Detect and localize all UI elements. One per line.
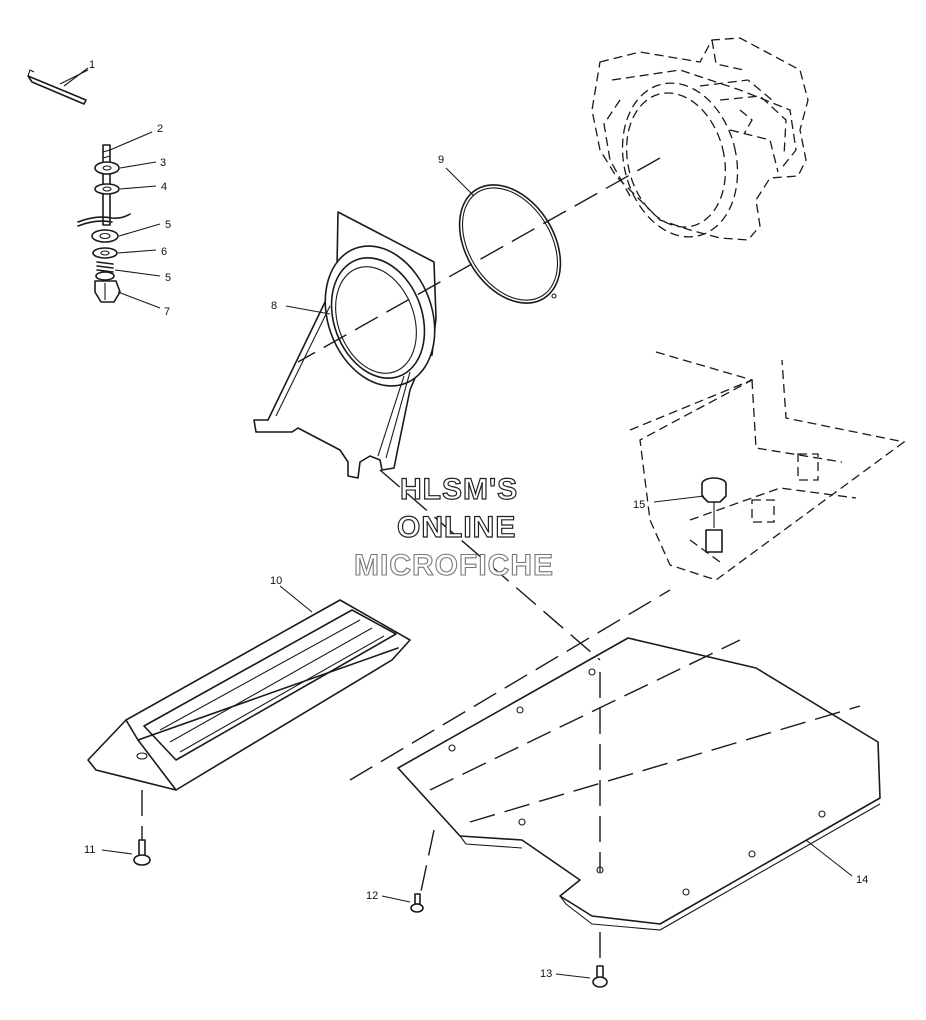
part-13-screw (592, 965, 608, 988)
watermark: HLSM'S ONLINE MICROFICHE (353, 472, 554, 582)
assembly-lines (141, 469, 671, 970)
callout-6: 6 (161, 246, 167, 258)
floor-phantom (629, 351, 906, 581)
callout-8: 8 (271, 300, 277, 312)
center-line (297, 157, 661, 363)
callouts: 1 2 3 4 5 6 5 7 8 9 10 11 12 13 14 15 (84, 59, 868, 980)
callout-10: 10 (270, 575, 282, 587)
callout-11: 11 (84, 844, 95, 856)
callout-14: 14 (856, 874, 868, 886)
callout-13: 13 (540, 968, 552, 980)
callout-5a: 5 (165, 219, 171, 231)
watermark-line-1: HLSM'S (400, 473, 518, 506)
part-15-plug (701, 477, 727, 553)
part-10-footrest (87, 599, 411, 791)
callout-12: 12 (366, 890, 378, 902)
part-8-duct (253, 211, 437, 479)
part-1-strap (27, 69, 89, 105)
watermark-line-3: MICROFICHE (354, 549, 554, 582)
part-12-screw (410, 893, 424, 913)
callout-5b: 5 (165, 272, 171, 284)
watermark-line-2: ONLINE (397, 511, 516, 544)
callout-2: 2 (157, 123, 163, 135)
callout-1: 1 (89, 59, 95, 71)
callout-15: 15 (633, 499, 645, 511)
callout-9: 9 (438, 154, 444, 166)
part-11-screw (133, 839, 151, 866)
part-14-floor-panel (397, 637, 881, 931)
leader-lines (63, 67, 853, 979)
fan-housing-phantom (591, 37, 809, 241)
callout-3: 3 (160, 157, 166, 169)
part-2-7-fastener-stack (77, 144, 131, 303)
callout-4: 4 (161, 181, 167, 193)
callout-7: 7 (164, 306, 170, 318)
part-9-o-ring (458, 184, 562, 304)
